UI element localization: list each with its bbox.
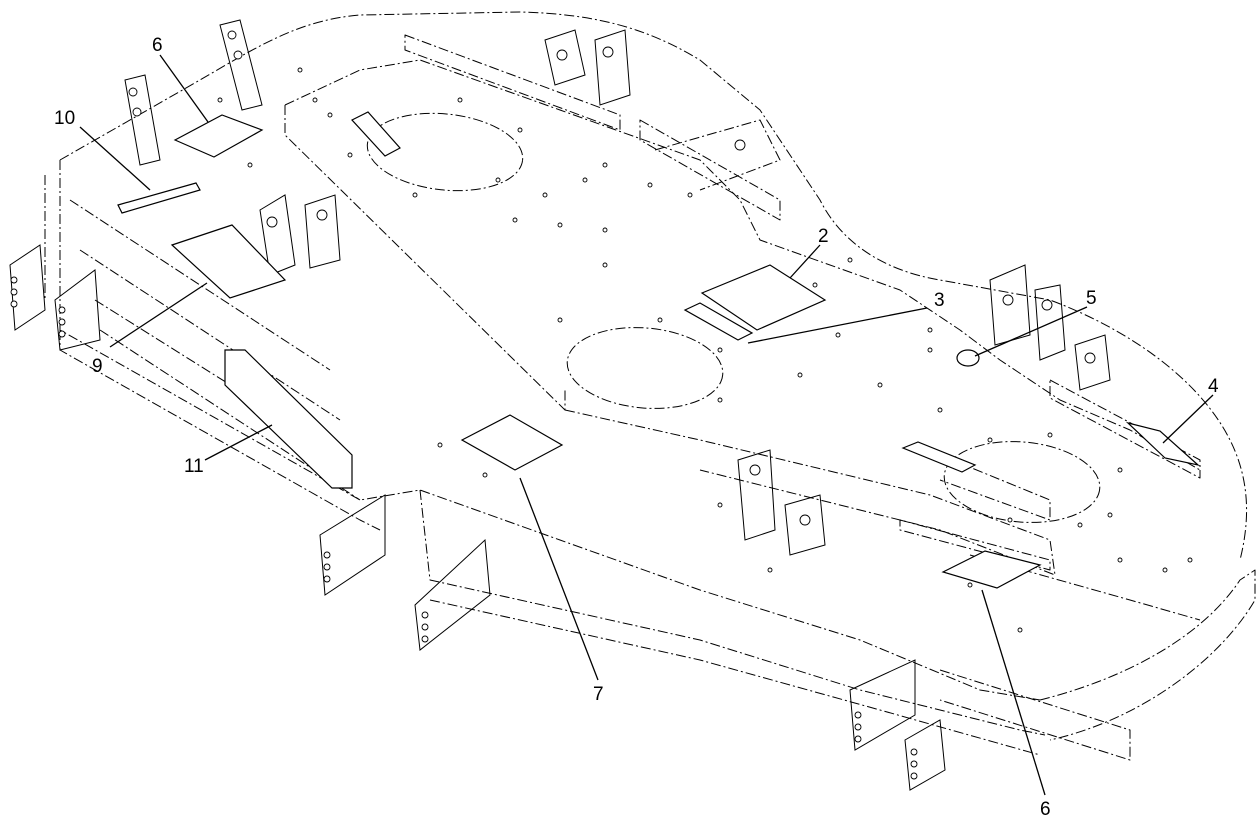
callout-10: 10 [54,108,75,129]
leader-11 [204,424,273,461]
callout-4: 4 [1208,376,1219,397]
decal-2 [700,264,827,331]
leader-3 [747,307,928,344]
decal-7 [460,414,564,471]
decal-9 [170,224,287,299]
callout-6-front: 6 [1040,799,1051,820]
leader-9 [109,282,208,348]
leader-7 [519,477,599,681]
leader-6b [981,589,1046,796]
decals [117,111,1201,589]
decal-4 [1125,421,1201,467]
callout-6-rear: 6 [152,35,163,56]
spindle-openings [366,112,1101,523]
callout-labels: 2 3 4 5 6 6 7 9 10 11 [54,35,1219,820]
leader-lines [79,54,1214,796]
callout-9: 9 [92,356,103,377]
mounting-brackets [9,19,1111,791]
deck-bolt-holes [217,67,1193,633]
callout-5: 5 [1086,288,1097,309]
callout-7: 7 [593,684,604,705]
leader-5 [974,306,1088,357]
leader-10 [79,126,151,191]
decal-6-front [941,550,1042,589]
leader-2 [789,244,821,279]
tag-front-right [901,441,977,473]
callout-2: 2 [818,226,829,247]
leader-4 [1162,394,1214,444]
tag-rear-left [351,111,401,157]
decal-5 [956,349,980,367]
decal-10 [117,182,201,214]
decal-3 [683,302,754,341]
decal-6-rear [173,114,264,158]
decal-11 [224,349,353,489]
leader-6a [159,54,209,123]
callout-11: 11 [184,456,204,477]
callout-3: 3 [934,290,945,311]
